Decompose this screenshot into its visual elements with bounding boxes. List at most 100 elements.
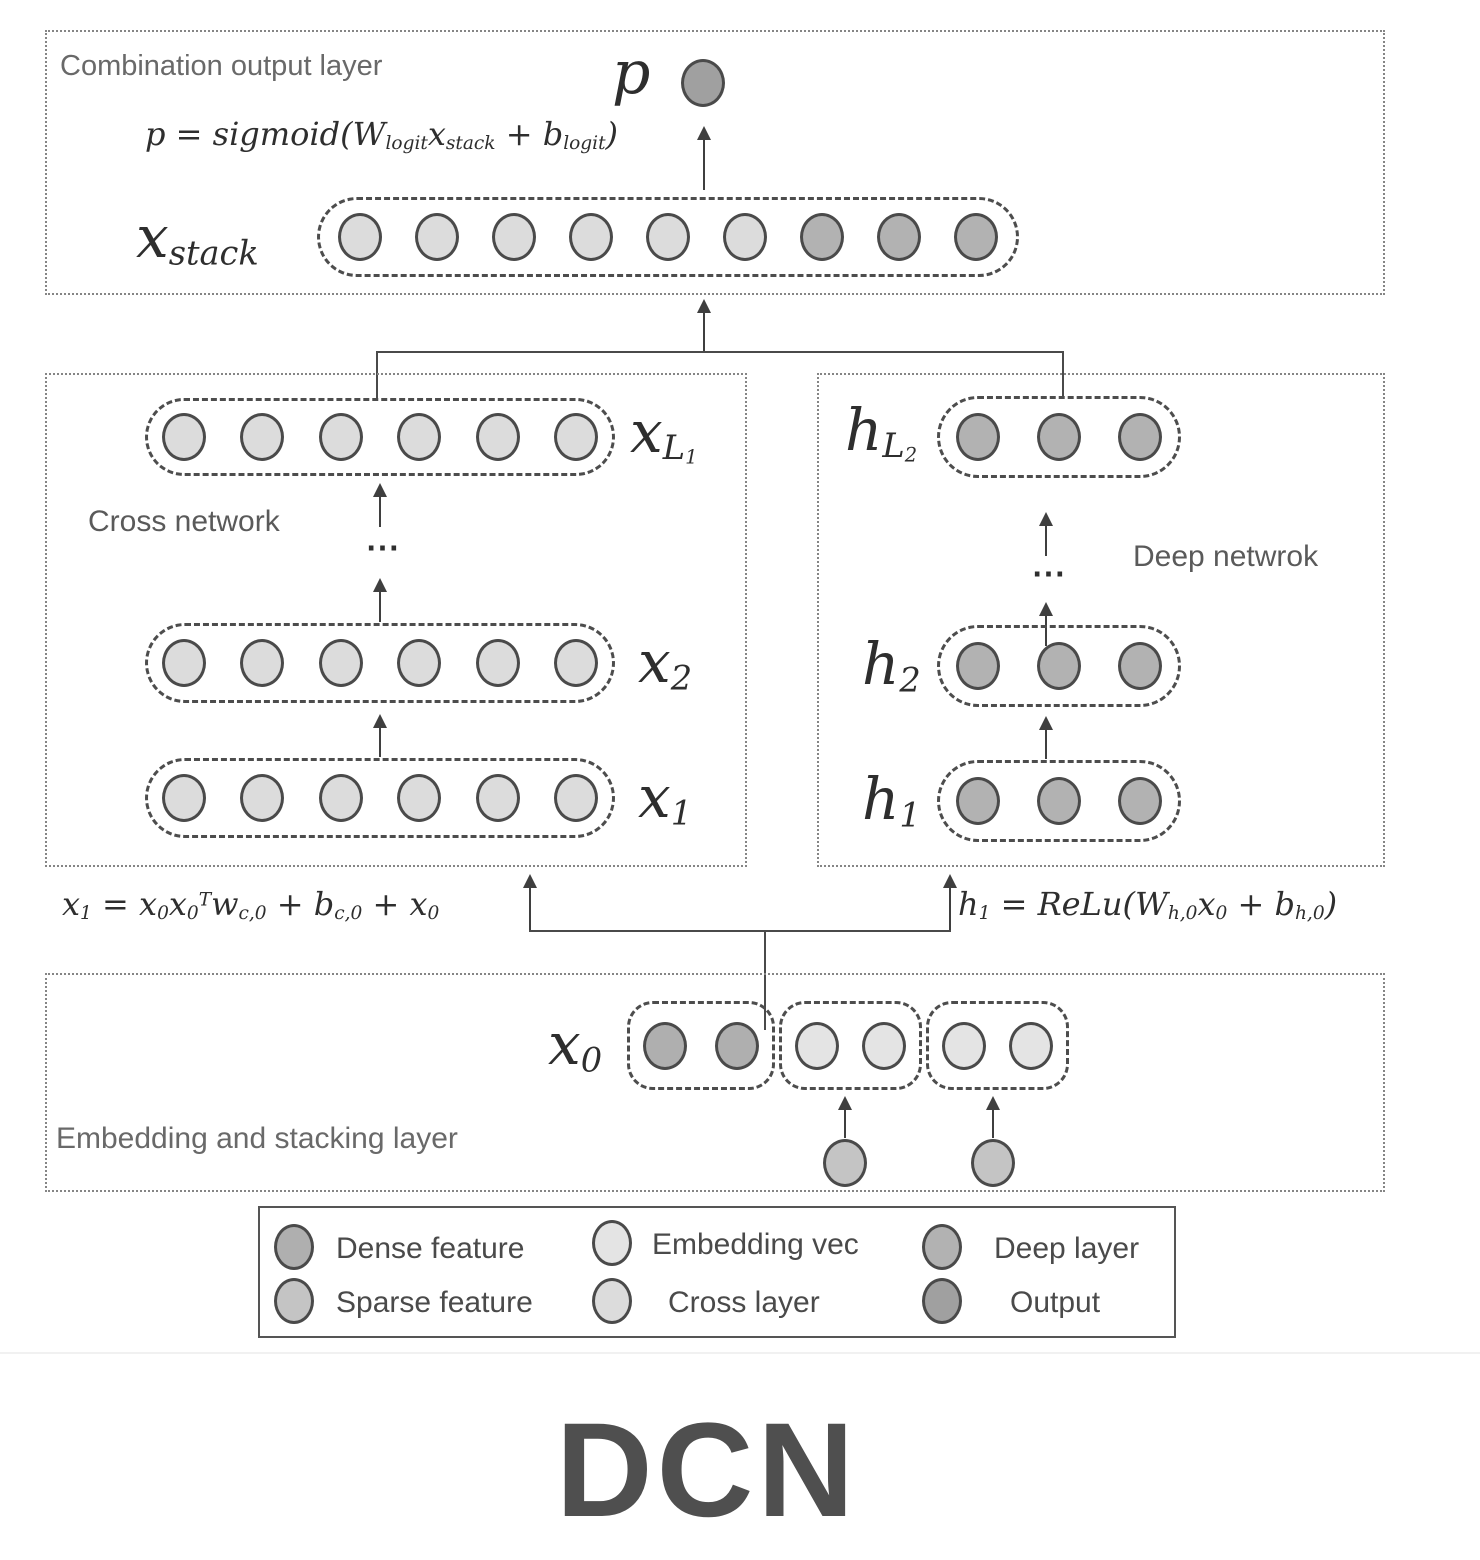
combination-output-layer-box — [45, 30, 1385, 295]
connector-line — [376, 351, 1064, 353]
legend-swatch-output — [922, 1278, 962, 1324]
embedding-stacking-layer-box — [45, 973, 1385, 1192]
arrow-up-to-xstack-icon — [696, 299, 712, 352]
deep-node — [922, 1224, 962, 1270]
cross-node — [569, 213, 613, 261]
legend-swatch-embedding — [592, 1220, 632, 1266]
connector-line — [764, 931, 766, 1030]
cross-layer-formula: x1 = x0x0Twc,0 + bc,0 + x0 — [62, 885, 440, 925]
embedding-node — [592, 1220, 632, 1266]
deep-node — [800, 213, 844, 261]
deep-node — [954, 213, 998, 261]
cross-node — [553, 774, 598, 822]
deep-network-box — [817, 373, 1385, 867]
sparse-feature-node — [971, 1139, 1015, 1187]
legend-swatch-sparse — [274, 1278, 314, 1324]
arrow-up-icon — [1038, 716, 1054, 759]
cross-node — [553, 413, 598, 461]
deep-node — [1118, 777, 1162, 825]
cross-node — [397, 413, 442, 461]
cross-node — [475, 774, 520, 822]
cross-row-xL1 — [145, 398, 615, 476]
cross-network-box — [45, 373, 747, 867]
p-label: p — [612, 38, 651, 108]
arrow-up-icon — [372, 483, 388, 527]
cross-node — [318, 413, 363, 461]
output-node — [681, 59, 725, 107]
arrow-up-icon — [1038, 602, 1054, 646]
combination-layer-label: Combination output layer — [60, 50, 383, 82]
legend-label-cross: Cross layer — [668, 1286, 820, 1319]
deep-node — [956, 777, 1000, 825]
legend-swatch-dense — [274, 1224, 314, 1270]
cross-node — [318, 639, 363, 687]
arrow-up-to-p-icon — [696, 126, 712, 190]
deep-layer-formula: h1 = ReLu(Wh,0x0 + bh,0) — [958, 885, 1338, 925]
cross-node — [240, 774, 285, 822]
deep-node — [1037, 642, 1081, 690]
deep-row-hL2 — [937, 396, 1181, 478]
legend-label-embedding: Embedding vec — [652, 1228, 859, 1261]
x-stack-row — [317, 197, 1019, 277]
diagram-title: DCN — [555, 1396, 859, 1545]
embedding-layer-label: Embedding and stacking layer — [56, 1122, 458, 1155]
legend-label-deep: Deep layer — [994, 1232, 1140, 1265]
sparse-feature-node — [823, 1139, 867, 1187]
x-stack-label: xstack — [136, 203, 259, 273]
xL1-label: xL1 — [630, 398, 698, 469]
output-node — [922, 1278, 962, 1324]
arrow-up-to-deep-icon — [942, 874, 958, 932]
legend-box — [258, 1206, 1176, 1338]
dense-node — [274, 1224, 314, 1270]
deep-row-h2 — [937, 625, 1181, 707]
cross-node — [162, 413, 206, 461]
cross-node — [397, 639, 442, 687]
sparse-node — [971, 1139, 1015, 1187]
cross-node — [592, 1278, 632, 1324]
cross-node — [475, 413, 520, 461]
x0-label: x0 — [548, 1010, 603, 1080]
cross-node — [162, 639, 206, 687]
cross-node — [553, 639, 598, 687]
arrow-up-icon — [1038, 512, 1054, 556]
legend-label-sparse: Sparse feature — [336, 1286, 533, 1319]
deep-node — [1118, 642, 1162, 690]
sparse-node — [274, 1278, 314, 1324]
cross-node — [162, 774, 206, 822]
p-output-node — [681, 59, 725, 107]
connector-line — [529, 930, 951, 932]
connector-line — [376, 352, 378, 399]
embedding-node — [942, 1021, 986, 1070]
hL2-label: hL2 — [845, 396, 918, 467]
h1-label: h1 — [862, 765, 921, 835]
x0-dense-group — [627, 1001, 775, 1090]
sigmoid-formula: p = sigmoid(Wlogitxstack + blogit) — [145, 115, 619, 155]
arrow-up-to-cross-icon — [522, 874, 538, 932]
cross-node — [646, 213, 690, 261]
deep-row-h1 — [937, 760, 1181, 842]
deep-node — [956, 413, 1000, 461]
cross-node — [240, 413, 285, 461]
x1-label: x1 — [638, 763, 693, 833]
arrow-up-icon — [372, 714, 388, 757]
deep-node — [877, 213, 921, 261]
deep-node — [1118, 413, 1162, 461]
cross-node — [475, 639, 520, 687]
cross-node — [397, 774, 442, 822]
cross-node — [318, 774, 363, 822]
cross-network-label: Cross network — [88, 505, 280, 538]
ellipsis-dots: ⋯ — [365, 529, 403, 567]
sparse-node — [823, 1139, 867, 1187]
cross-node — [415, 213, 459, 261]
arrow-up-from-sparse-icon — [837, 1096, 853, 1138]
deep-network-label: Deep netwrok — [1133, 540, 1319, 573]
arrow-up-icon — [372, 578, 388, 622]
x0-embedding-group-2 — [926, 1001, 1069, 1090]
legend-swatch-deep — [922, 1224, 962, 1270]
embedding-node — [862, 1021, 906, 1070]
legend-label-output: Output — [1010, 1286, 1101, 1319]
deep-node — [956, 642, 1000, 690]
legend-label-dense: Dense feature — [336, 1232, 525, 1265]
x0-embedding-group-1 — [779, 1001, 922, 1090]
